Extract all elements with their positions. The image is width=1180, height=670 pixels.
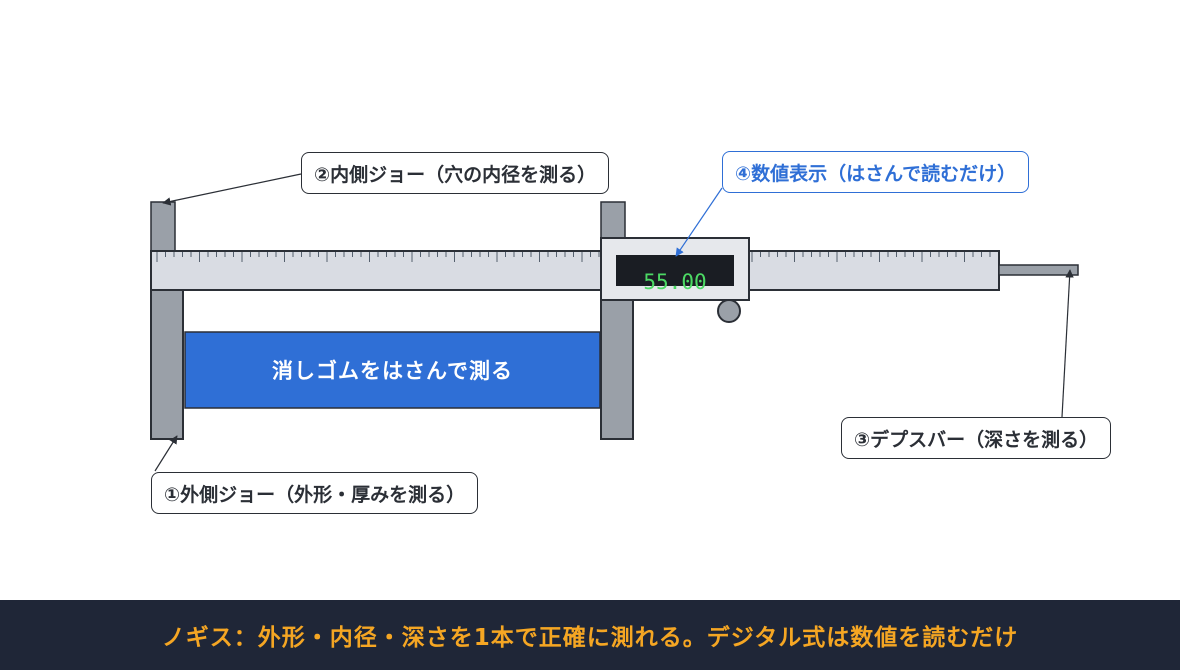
leader-inner-jaw bbox=[162, 173, 302, 206]
leader-outer-jaw bbox=[154, 435, 178, 472]
main-scale-beam bbox=[150, 250, 1000, 291]
depth-bar bbox=[998, 264, 1079, 276]
display-screen bbox=[616, 255, 734, 286]
leader-display bbox=[675, 187, 723, 257]
outer-jaw-sliding bbox=[600, 299, 634, 440]
callout-outer-jaw: ①外側ジョー（外形・厚みを測る） bbox=[151, 472, 479, 514]
eraser-block bbox=[184, 331, 601, 409]
callout-inner-jaw: ②内側ジョー（穴の内径を測る） bbox=[301, 152, 610, 194]
callout-display: ④数値表示（はさんで読むだけ） bbox=[722, 151, 1030, 193]
inner-jaw-fixed bbox=[150, 201, 176, 252]
footer-caption: ノギス：外形・内径・深さを1本で正確に測れる。デジタル式は数値を読むだけ bbox=[0, 600, 1180, 670]
callout-depth-bar: ③デプスバー（深さを測る） bbox=[841, 417, 1112, 459]
leader-depth-bar bbox=[1061, 269, 1074, 418]
thumb-wheel bbox=[717, 299, 741, 323]
outer-jaw-fixed bbox=[150, 289, 184, 440]
digital-readout: 55.00 bbox=[643, 270, 707, 294]
scale-ticks bbox=[156, 252, 991, 262]
eraser-label: 消しゴムをはさんで測る bbox=[272, 359, 513, 383]
